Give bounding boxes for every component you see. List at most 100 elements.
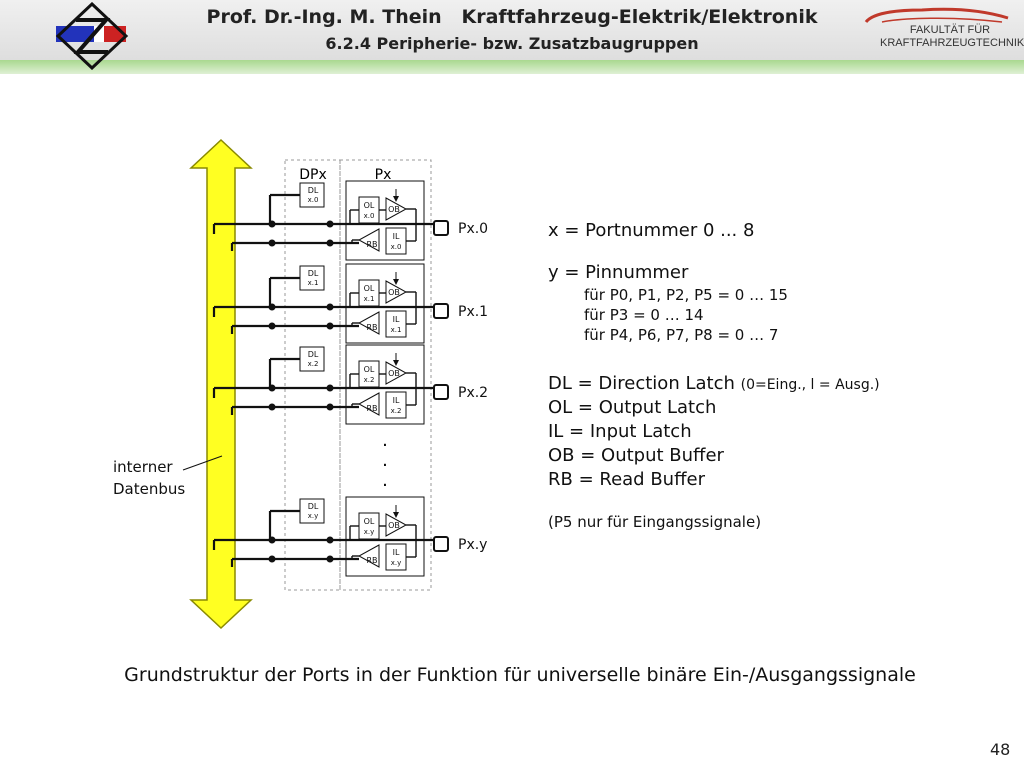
- il-sub: x.y: [391, 559, 402, 567]
- px-cell: [345, 344, 425, 425]
- legend-y-p4: für P4, P6, P7, P8 = 0 … 7: [584, 326, 779, 344]
- page-title: Prof. Dr.-Ing. M. Thein Kraftfahrzeug-El…: [0, 6, 1024, 28]
- il-label: IL: [393, 232, 400, 241]
- il-label: IL: [393, 548, 400, 557]
- il-sub: x.2: [391, 407, 402, 415]
- ol-sub: x.1: [364, 295, 375, 303]
- faculty-line1: FAKULTÄT FÜR: [909, 24, 991, 36]
- junction-dot: [326, 403, 334, 411]
- ol-label: OL: [364, 517, 375, 526]
- px-region: [339, 159, 432, 591]
- px-cell: [345, 180, 425, 261]
- pin-label: Px.y: [458, 537, 487, 553]
- junction-dot: [268, 220, 276, 228]
- bus-label-line1: interner: [113, 458, 173, 476]
- bus-label-line2: Datenbus: [113, 480, 186, 498]
- dl-label: DL: [308, 186, 319, 195]
- author-name: Prof. Dr.-Ing. M. Thein: [206, 6, 442, 28]
- dl-box: [299, 346, 325, 372]
- junction-dot: [268, 303, 276, 311]
- junction-dot: [326, 220, 334, 228]
- ellipsis-dot-1: .: [382, 430, 388, 451]
- internal-data-bus: [189, 138, 253, 630]
- pin-label: Px.2: [458, 385, 488, 401]
- legend-y-definition: y = Pinnummer: [548, 262, 689, 283]
- ol-sub: x.y: [364, 528, 375, 536]
- junction-dot: [268, 536, 276, 544]
- ol-sub: x.2: [364, 376, 375, 384]
- dl-sub: x.0: [308, 196, 319, 204]
- junction-dot: [268, 239, 276, 247]
- dl-sub: x.2: [308, 360, 319, 368]
- ellipsis-dot-3: .: [382, 470, 388, 491]
- legend-p5-note: (P5 nur für Eingangssignale): [548, 513, 762, 531]
- legend-y-p0: für P0, P1, P2, P5 = 0 … 15: [584, 286, 788, 304]
- il-label: IL: [393, 396, 400, 405]
- legend-dl-note: (0=Eing., l = Ausg.): [740, 377, 880, 393]
- dl-sub: x.1: [308, 279, 319, 287]
- ob-buffer: [385, 280, 408, 304]
- legend-il: IL = Input Latch: [548, 421, 692, 442]
- page-number: 48: [990, 740, 1011, 759]
- junction-dot: [268, 403, 276, 411]
- legend-dl-main: DL = Direction Latch: [548, 373, 741, 394]
- ob-buffer: [385, 197, 408, 221]
- ob-label: OB: [388, 369, 400, 378]
- il-label: IL: [393, 315, 400, 324]
- university-logo-icon: [55, 2, 129, 70]
- bus-label-leader: [182, 455, 223, 471]
- slide-caption: Grundstruktur der Ports in der Funktion …: [124, 664, 916, 686]
- legend-dl: DL = Direction Latch (0=Eing., l = Ausg.…: [548, 373, 880, 394]
- ol-label: OL: [364, 201, 375, 210]
- header-stripe: [0, 60, 1024, 74]
- dl-box: [299, 498, 325, 524]
- ellipsis-dot-2: .: [382, 450, 388, 471]
- ol-sub: x.0: [364, 212, 375, 220]
- junction-dot: [326, 536, 334, 544]
- pin-pad: [433, 384, 449, 400]
- dl-label: DL: [308, 350, 319, 359]
- rb-buffer: [357, 311, 380, 335]
- junction-dot: [268, 384, 276, 392]
- legend-x-definition: x = Portnummer 0 ... 8: [548, 220, 755, 241]
- rb-label: RB: [366, 323, 377, 332]
- il-sub: x.0: [391, 243, 402, 251]
- rb-label: RB: [366, 556, 377, 565]
- junction-dot: [326, 239, 334, 247]
- legend-ol: OL = Output Latch: [548, 397, 717, 418]
- junction-dot: [268, 555, 276, 563]
- dl-label: DL: [308, 269, 319, 278]
- junction-dot: [326, 384, 334, 392]
- rb-buffer: [357, 544, 380, 568]
- ob-label: OB: [388, 288, 400, 297]
- pin-label: Px.1: [458, 304, 488, 320]
- ob-label: OB: [388, 521, 400, 530]
- faculty-label: FAKULTÄT FÜR KRAFTFAHRZEUGTECHNIK: [880, 24, 1024, 50]
- ob-label: OB: [388, 205, 400, 214]
- dl-label: DL: [308, 502, 319, 511]
- rb-label: RB: [366, 404, 377, 413]
- faculty-line2: KRAFTFAHRZEUGTECHNIK: [880, 37, 1024, 49]
- px-cell: [345, 496, 425, 577]
- il-sub: x.1: [391, 326, 402, 334]
- column-header-px: Px: [375, 167, 392, 183]
- pin-pad: [433, 303, 449, 319]
- px-cell: [345, 263, 425, 344]
- dl-sub: x.y: [308, 512, 319, 520]
- pin-label: Px.0: [458, 221, 488, 237]
- section-title: 6.2.4 Peripherie- bzw. Zusatzbaugruppen: [325, 34, 699, 53]
- junction-dot: [326, 303, 334, 311]
- legend-ob: OB = Output Buffer: [548, 445, 724, 466]
- legend-rb: RB = Read Buffer: [548, 469, 705, 490]
- column-header-dpx: DPx: [299, 167, 327, 183]
- ol-label: OL: [364, 365, 375, 374]
- dpx-region: [284, 159, 341, 591]
- pin-pad: [433, 536, 449, 552]
- ol-label: OL: [364, 284, 375, 293]
- junction-dot: [326, 322, 334, 330]
- junction-dot: [326, 555, 334, 563]
- course-title: Kraftfahrzeug-Elektrik/Elektronik: [461, 6, 818, 28]
- ob-buffer: [385, 361, 408, 385]
- pin-pad: [433, 220, 449, 236]
